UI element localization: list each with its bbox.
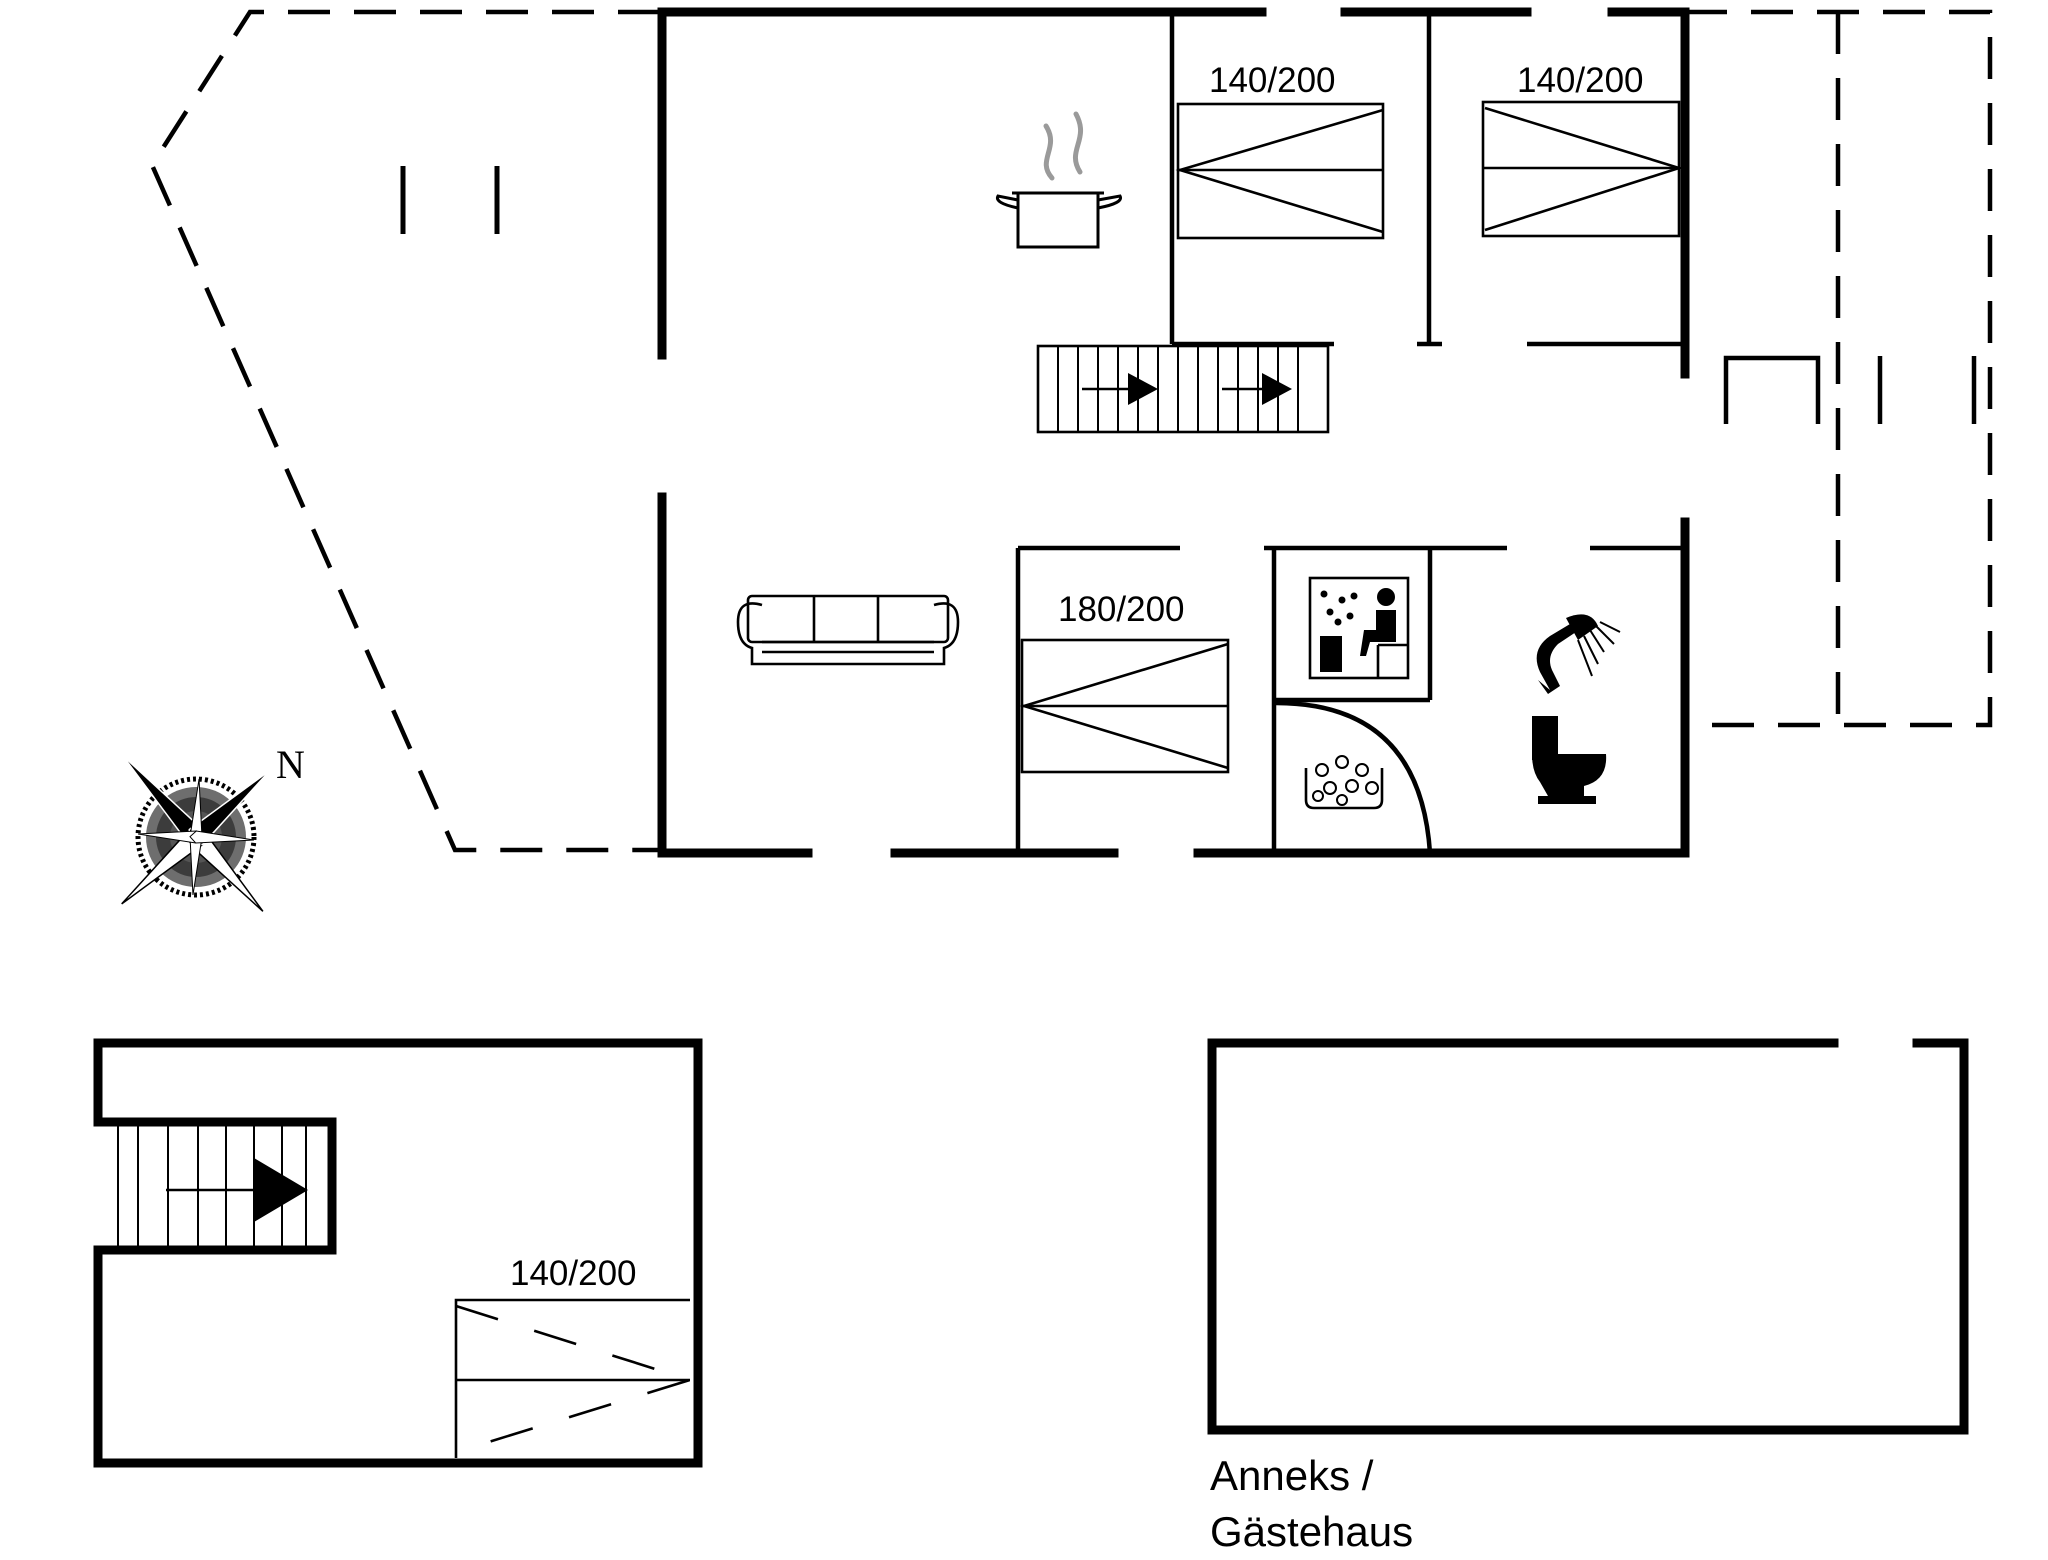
loft-stairs-up-icon: [117, 1126, 308, 1246]
shower-icon: [1536, 614, 1621, 694]
sauna-icon: [1308, 576, 1410, 680]
compass-rose-icon: [121, 754, 271, 912]
annex-caption-line-2: Gästehaus: [1210, 1508, 1414, 1555]
loft-walls: [93, 1038, 703, 1468]
bed-loft: [454, 1298, 695, 1458]
bed-size-label-bedroom-1: 140/200: [1209, 61, 1336, 100]
bed-size-label-bedroom-3: 180/200: [1058, 590, 1185, 629]
annex-caption: Anneks / Gästehaus: [1210, 1448, 1413, 1560]
toilet-icon: [1532, 716, 1607, 804]
stairs-up-icon: [1036, 344, 1330, 434]
bed-bedroom-2: [1481, 100, 1684, 238]
whirlpool-icon: [1304, 755, 1384, 810]
annex-walls: [1207, 1038, 1969, 1435]
interior-partitions: [1015, 12, 1685, 854]
carport-outline: [1685, 9, 1993, 728]
bed-size-label-loft: 140/200: [510, 1254, 637, 1293]
cooking-pot-icon: [995, 111, 1122, 249]
main-house-walls: [657, 7, 1690, 858]
outdoor-fixtures: [1723, 355, 1977, 424]
bed-bedroom-1: [1175, 102, 1385, 240]
bed-bedroom-3: [1019, 638, 1230, 774]
terrace-outline: [149, 9, 660, 853]
compass-north-label: N: [276, 742, 305, 787]
bed-size-label-bedroom-2: 140/200: [1517, 61, 1644, 100]
sofa-icon: [736, 594, 960, 666]
annex-caption-line-1: Anneks /: [1210, 1452, 1374, 1499]
